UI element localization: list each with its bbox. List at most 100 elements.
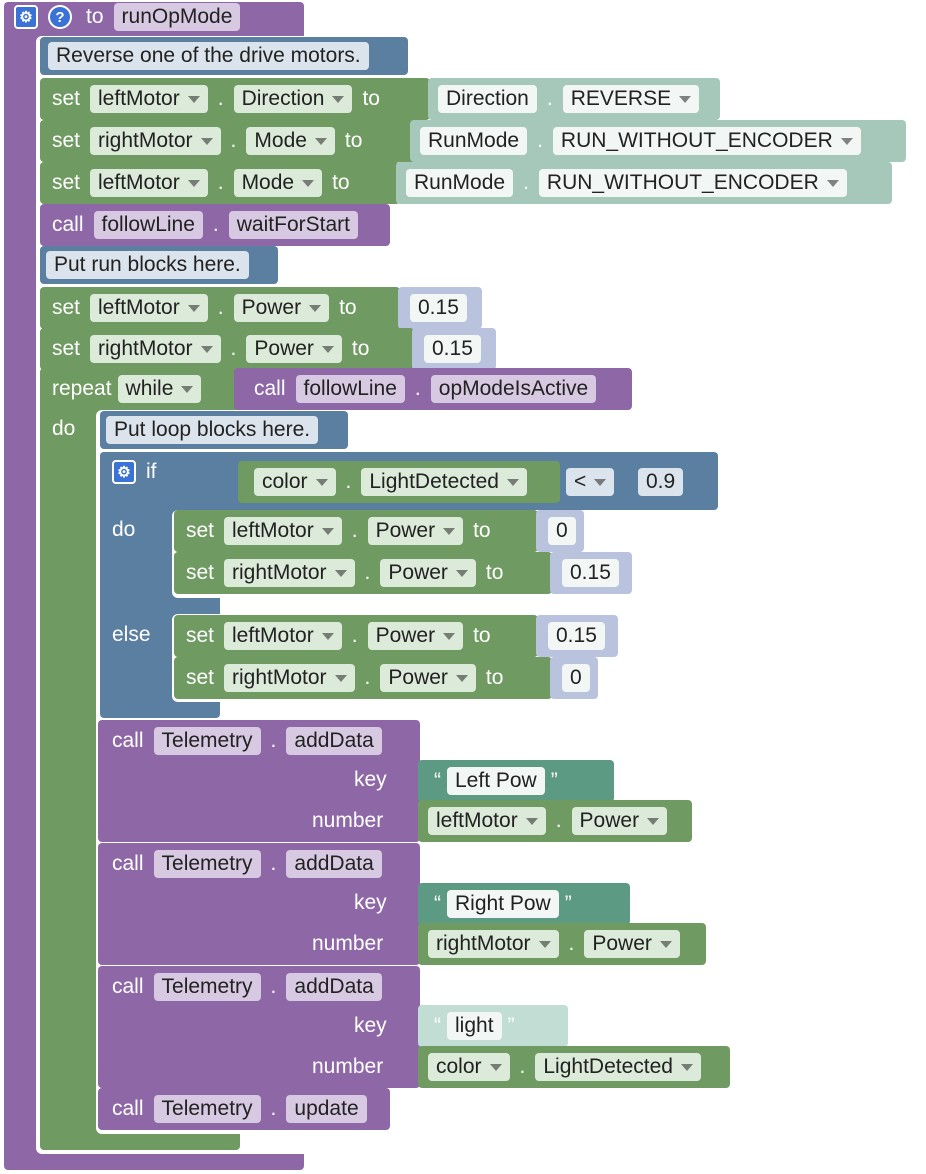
number-value[interactable]: 0.15 (562, 559, 619, 587)
to-label: to (473, 519, 491, 542)
property-dropdown[interactable]: Power (584, 930, 680, 958)
sensor-dropdown[interactable]: color (254, 468, 336, 496)
text-value[interactable]: light (447, 1012, 502, 1040)
set-power-block[interactable]: set rightMotor . Power to (174, 552, 552, 594)
comment-block[interactable]: Put loop blocks here. (100, 411, 348, 449)
dot-label: . (364, 561, 371, 584)
dot-label: . (414, 377, 421, 400)
repeat-header[interactable]: repeat while (40, 368, 240, 410)
comment-text[interactable]: Reverse one of the drive motors. (48, 42, 369, 70)
set-label: set (186, 624, 215, 647)
number-value[interactable]: 0 (562, 664, 590, 692)
help-icon[interactable]: ? (48, 5, 72, 29)
number-block[interactable]: 0 (536, 510, 584, 552)
motor-dropdown[interactable]: leftMotor (224, 517, 342, 545)
gear-icon[interactable]: ⚙ (14, 5, 38, 29)
number-value[interactable]: 0.15 (410, 294, 467, 322)
motor-dropdown[interactable]: leftMotor (90, 85, 208, 113)
number-value[interactable]: 0.9 (638, 468, 684, 496)
number-value[interactable]: 0 (548, 517, 576, 545)
set-power-block[interactable]: set rightMotor . Power to (40, 328, 414, 370)
motor-dropdown[interactable]: rightMotor (90, 335, 221, 363)
set-direction-block[interactable]: set leftMotor . Direction to (40, 78, 430, 120)
property-dropdown[interactable]: LightDetected (361, 468, 527, 496)
text-block[interactable]: “ Right Pow ” (418, 883, 630, 925)
set-power-block[interactable]: set leftMotor . Power to (174, 615, 538, 657)
set-label: set (52, 87, 81, 110)
motor-dropdown[interactable]: leftMotor (90, 169, 208, 197)
motor-dropdown[interactable]: leftMotor (428, 807, 546, 835)
set-mode-block[interactable]: set leftMotor . Mode to (40, 162, 400, 204)
operator-dropdown[interactable]: < (566, 468, 615, 496)
dot-label: . (555, 809, 562, 832)
number-block[interactable]: 0.15 (398, 287, 482, 329)
enum-runmode-block[interactable]: RunMode . RUN_WITHOUT_ENCODER (410, 120, 906, 162)
property-dropdown[interactable]: Power (367, 622, 464, 650)
property-dropdown[interactable]: Power (246, 335, 342, 363)
set-power-block[interactable]: set leftMotor . Power to (174, 510, 538, 552)
to-label: to (485, 561, 504, 584)
enum-runmode-block[interactable]: RunMode . RUN_WITHOUT_ENCODER (396, 162, 892, 204)
call-waitforstart-block[interactable]: call followLine . waitForStart (40, 204, 390, 246)
procedure-header[interactable]: ⚙ ? to runOpMode (14, 2, 304, 32)
number-value[interactable]: 0.15 (424, 335, 481, 363)
number-block[interactable]: 0.15 (536, 615, 618, 657)
to-label: to (473, 624, 491, 647)
enum-value-dropdown[interactable]: REVERSE (562, 85, 700, 113)
comment-text[interactable]: Put loop blocks here. (106, 416, 319, 444)
method-name: opModeIsActive (430, 375, 597, 403)
set-mode-block[interactable]: set rightMotor . Mode to (40, 120, 420, 162)
get-power-block[interactable]: rightMotor . Power (418, 923, 706, 965)
property-dropdown[interactable]: Power (380, 559, 476, 587)
comment-block[interactable]: Reverse one of the drive motors. (40, 37, 408, 75)
class-name: followLine (295, 375, 405, 403)
gear-icon[interactable]: ⚙ (112, 460, 136, 484)
sensor-dropdown[interactable]: color (428, 1053, 510, 1081)
set-label: set (52, 171, 81, 194)
number-block[interactable]: 0 (550, 657, 598, 699)
number-block[interactable]: 0.15 (550, 552, 632, 594)
telemetry-update-block[interactable]: call Telemetry . update (98, 1088, 390, 1130)
text-value[interactable]: Right Pow (447, 890, 559, 918)
motor-dropdown[interactable]: rightMotor (224, 664, 355, 692)
dot-label: . (217, 87, 224, 110)
motor-dropdown[interactable]: rightMotor (224, 559, 355, 587)
property-dropdown[interactable]: Power (380, 664, 476, 692)
call-opmodeisactive-block[interactable]: call followLine . opModeIsActive (234, 368, 632, 410)
get-lightdetected-block[interactable]: color . LightDetected (418, 1046, 730, 1088)
comment-block[interactable]: Put run blocks here. (40, 246, 278, 284)
motor-dropdown[interactable]: rightMotor (428, 930, 559, 958)
number-block[interactable]: 0.9 (622, 461, 696, 503)
motor-dropdown[interactable]: leftMotor (224, 622, 342, 650)
property-dropdown[interactable]: LightDetected (535, 1053, 701, 1081)
property-dropdown[interactable]: Mode (246, 127, 335, 155)
light-detected-block[interactable]: color . LightDetected (238, 461, 560, 503)
quote-open-icon: “ (434, 1014, 441, 1037)
motor-dropdown[interactable]: rightMotor (90, 127, 221, 155)
compare-operator[interactable]: < (560, 461, 620, 503)
property-dropdown[interactable]: Mode (233, 169, 323, 197)
do-label: do (52, 417, 76, 440)
number-value[interactable]: 0.15 (548, 622, 605, 650)
motor-dropdown[interactable]: leftMotor (90, 294, 208, 322)
property-dropdown[interactable]: Power (233, 294, 330, 322)
get-power-block[interactable]: leftMotor . Power (418, 800, 692, 842)
enum-value-dropdown[interactable]: RUN_WITHOUT_ENCODER (538, 169, 847, 197)
loop-mode-dropdown[interactable]: while (117, 375, 202, 403)
dot-label: . (212, 213, 219, 236)
property-dropdown[interactable]: Power (571, 807, 668, 835)
set-power-block[interactable]: set rightMotor . Power to (174, 657, 552, 699)
text-block[interactable]: “ Left Pow ” (418, 760, 614, 802)
enum-direction-block[interactable]: Direction . REVERSE (428, 78, 720, 120)
text-value[interactable]: Left Pow (447, 767, 545, 795)
enum-value-dropdown[interactable]: RUN_WITHOUT_ENCODER (552, 127, 861, 155)
procedure-name[interactable]: runOpMode (113, 3, 241, 31)
property-dropdown[interactable]: Direction (233, 85, 353, 113)
text-block[interactable]: “ light ” (418, 1005, 568, 1047)
set-power-block[interactable]: set leftMotor . Power to (40, 287, 400, 329)
dot-label: . (230, 129, 237, 152)
number-block[interactable]: 0.15 (412, 328, 496, 370)
comment-text[interactable]: Put run blocks here. (46, 251, 249, 279)
property-dropdown[interactable]: Power (367, 517, 464, 545)
telemetry-adddata-header: call Telemetry . addData (98, 843, 420, 885)
